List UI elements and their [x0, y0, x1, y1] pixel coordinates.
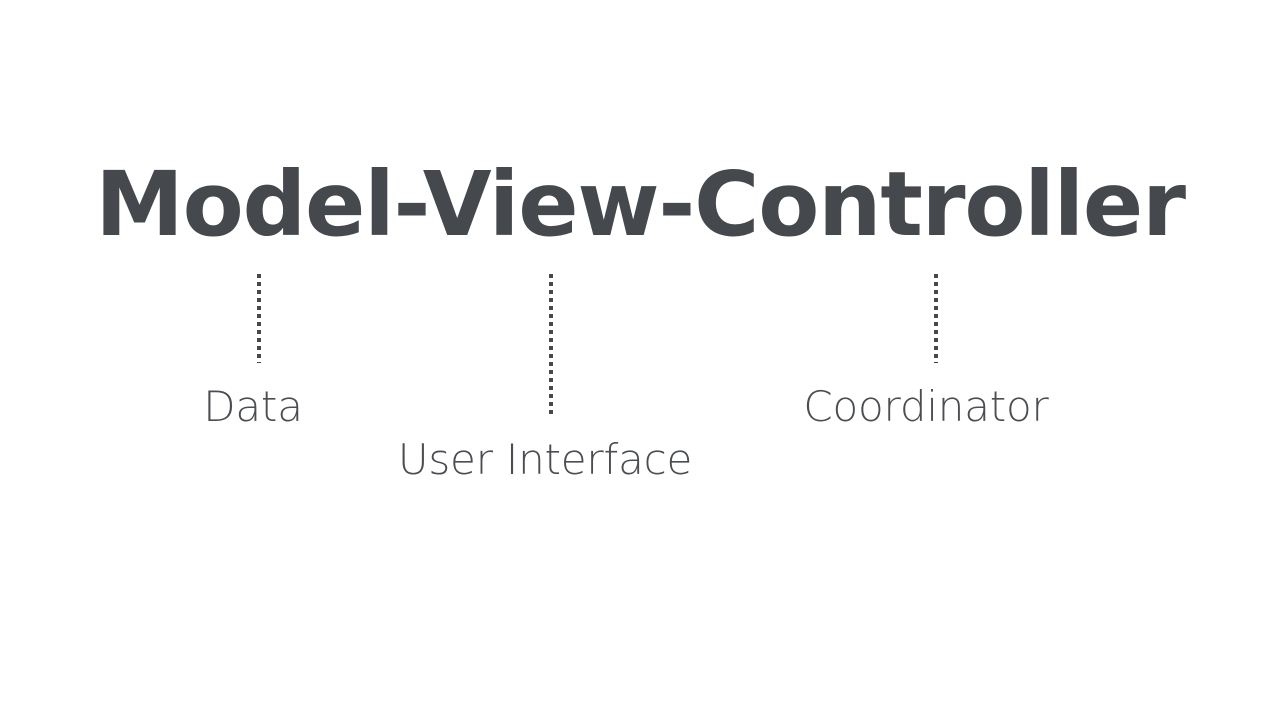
page-title: Model-View-Controller	[95, 152, 1186, 256]
connector-line-controller	[934, 274, 938, 363]
connector-line-view	[549, 274, 553, 415]
label-model-data: Data	[203, 382, 303, 431]
label-view-user-interface: User Interface	[397, 435, 693, 484]
connector-line-model	[257, 274, 261, 363]
label-controller-coordinator: Coordinator	[803, 382, 1049, 431]
